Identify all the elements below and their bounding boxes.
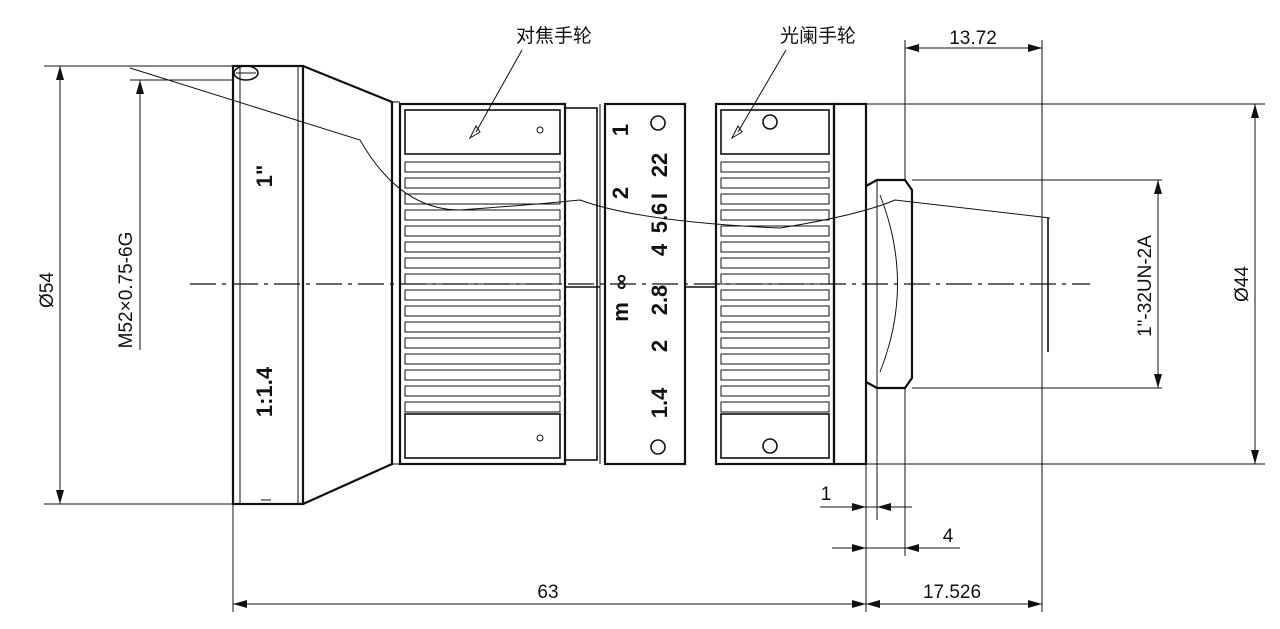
focus-ring-knurl-rib — [404, 321, 561, 333]
focus-ring-knurl-rib — [404, 241, 561, 253]
scale-ring-screw-icon — [650, 115, 666, 131]
iris-ring-knurl-rib — [720, 369, 830, 381]
svg-text:Ø54: Ø54 — [37, 272, 58, 308]
iris-ring-screw-icon — [762, 438, 778, 454]
focus-scale-1: 1 — [608, 124, 633, 136]
iris-ring-knurl-rib — [720, 257, 830, 269]
aperture-scale-2-8: 2.8 — [647, 285, 672, 316]
focus-ring-knurl-rib — [404, 273, 561, 285]
dimension-d44: Ø44 — [866, 103, 1265, 465]
dimension-13-72: 13.72 — [904, 28, 1043, 218]
focus-ring-knurl-rib — [404, 209, 561, 221]
focus-ring-dot-icon — [536, 434, 544, 442]
aperture-scale-1-4: 1.4 — [647, 387, 672, 418]
focus-ring-knurl-rib — [404, 177, 561, 189]
svg-text:M52×0.75-6G: M52×0.75-6G — [116, 232, 137, 349]
focus-scale-unit: m — [608, 302, 633, 322]
aperture-scale-i: I — [647, 193, 672, 199]
svg-text:4: 4 — [943, 526, 954, 547]
hood-aperture-marking: 1:1.4 — [252, 366, 277, 417]
aperture-scale-4: 4 — [647, 243, 672, 256]
iris-ring-knurl-rib — [720, 161, 830, 173]
svg-text:1"-32UN-2A: 1"-32UN-2A — [1135, 235, 1156, 337]
focus-ring-knurl-rib — [404, 385, 561, 397]
iris-ring-screw-icon — [762, 114, 778, 130]
iris-ring-knurl-rib — [720, 209, 830, 221]
dimension-m52: M52×0.75-6G — [116, 79, 233, 350]
focus-ring-knurl-rib — [404, 289, 561, 301]
iris-ring-knurl-rib — [720, 193, 830, 205]
svg-text:63: 63 — [537, 582, 558, 603]
scale-ring-screw-icon — [650, 439, 666, 455]
rear-mount — [865, 178, 1162, 390]
iris-ring-knurl-rib — [720, 321, 830, 333]
focus-ring-knurl-rib — [404, 305, 561, 317]
focus-ring-knurl-rib — [404, 257, 561, 269]
hood-format-marking: 1" — [252, 165, 277, 188]
svg-text:Ø44: Ø44 — [1232, 266, 1253, 302]
focus-ring-knurl-rib — [404, 337, 561, 349]
dimension-d54: Ø54 — [37, 65, 233, 505]
iris-ring-knurl-rib — [720, 241, 830, 253]
iris-ring-knurl-rib — [720, 289, 830, 301]
dimension-4: 4 — [832, 388, 960, 556]
set-screw-icon — [233, 65, 259, 81]
dimension-63: 63 — [232, 504, 866, 612]
scale-ring: 1 2 ∞ m 22 I 5.6 4 2.8 2 1.4 — [565, 102, 716, 466]
focus-ring-knurl-rib — [404, 353, 561, 365]
iris-ring-knurl-rib — [720, 273, 830, 285]
focus-ring-label: 对焦手轮 — [516, 25, 592, 47]
focus-ring-knurl-rib — [404, 369, 561, 381]
iris-ring-knurl-rib — [720, 305, 830, 317]
dimension-17-526: 17.526 — [866, 218, 1043, 612]
dimension-1: 1 — [820, 388, 912, 612]
iris-ring-knurl-rib — [720, 337, 830, 349]
focus-scale-inf: ∞ — [608, 274, 633, 290]
svg-text:1: 1 — [821, 484, 832, 505]
focus-ring-knurl-rib — [404, 193, 561, 205]
focus-scale-2: 2 — [608, 187, 633, 199]
iris-ring-knurl-rib — [720, 353, 830, 365]
svg-text:17.526: 17.526 — [923, 582, 981, 603]
iris-ring-knurl-rib — [720, 401, 830, 413]
focus-ring-knurl-rib — [404, 161, 561, 173]
iris-ring-knurl-rib — [720, 225, 830, 237]
svg-text:13.72: 13.72 — [949, 28, 997, 49]
front-hood — [231, 64, 400, 506]
focus-ring-dot-icon — [536, 126, 544, 134]
dimension-mount-thread: 1"-32UN-2A — [1135, 180, 1162, 388]
iris-ring-label: 光阑手轮 — [780, 25, 856, 47]
focus-ring-knurl-rib — [404, 401, 561, 413]
aperture-scale-22: 22 — [647, 153, 672, 177]
iris-ring — [714, 102, 868, 466]
aperture-scale-2: 2 — [647, 340, 672, 352]
focus-ring-knurl-rib — [404, 225, 561, 237]
iris-ring-knurl-rib — [720, 177, 830, 189]
focus-ring — [398, 102, 598, 466]
ray-trace — [129, 67, 1051, 229]
iris-ring-knurl-rib — [720, 385, 830, 397]
